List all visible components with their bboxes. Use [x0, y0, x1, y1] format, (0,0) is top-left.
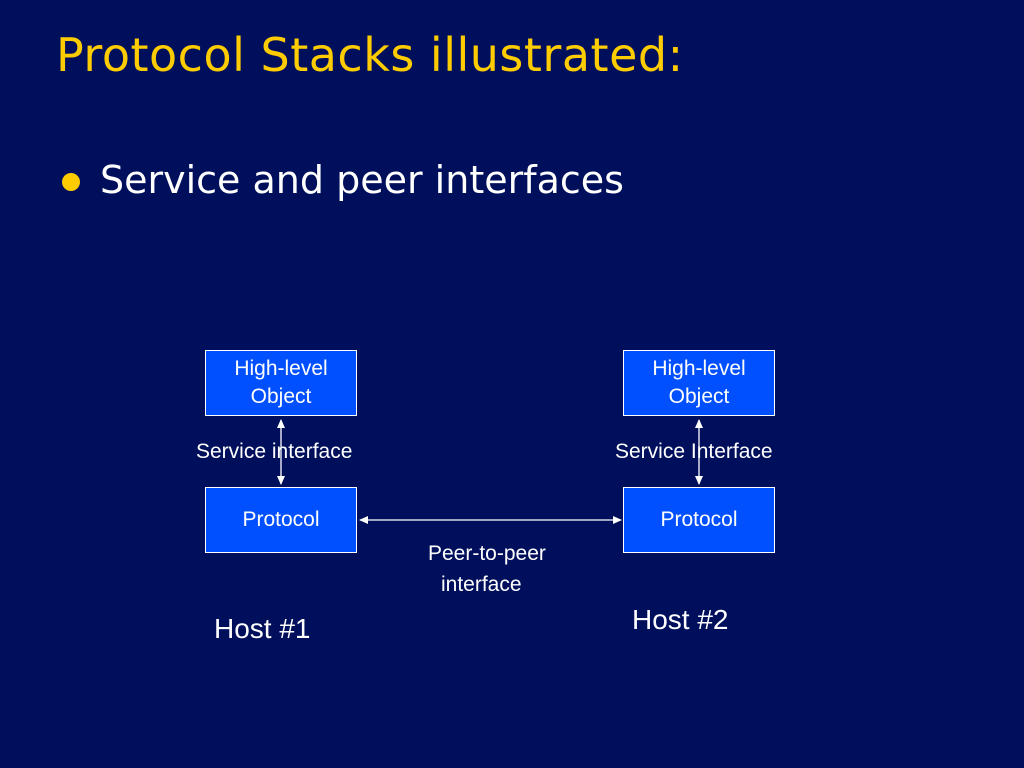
host1-high-level-line1: High-level [234, 357, 328, 380]
host1-high-level-object-box: High-level Object [205, 350, 357, 416]
host2-protocol-box: Protocol [623, 487, 775, 553]
peer-interface-label-line1: Peer-to-peer [428, 542, 546, 565]
host1-protocol-box: Protocol [205, 487, 357, 553]
bullet-text: Service and peer interfaces [100, 158, 624, 202]
host1-service-interface-label: Service interface [196, 440, 353, 463]
host1-protocol-label: Protocol [242, 508, 320, 531]
host2-high-level-line2: Object [668, 385, 730, 408]
slide-title: Protocol Stacks illustrated: [56, 28, 684, 82]
peer-interface-label-line2: interface [441, 573, 522, 596]
bullet-item: Service and peer interfaces [62, 158, 624, 202]
host1-label: Host #1 [214, 613, 311, 644]
host2-high-level-object-box: High-level Object [623, 350, 775, 416]
host2-service-interface-label: Service Interface [615, 440, 773, 463]
host2-label: Host #2 [632, 604, 729, 635]
host2-high-level-line1: High-level [652, 357, 746, 380]
host2-protocol-label: Protocol [660, 508, 738, 531]
host1-high-level-line2: Object [250, 385, 312, 408]
bullet-dot-icon [62, 173, 80, 191]
